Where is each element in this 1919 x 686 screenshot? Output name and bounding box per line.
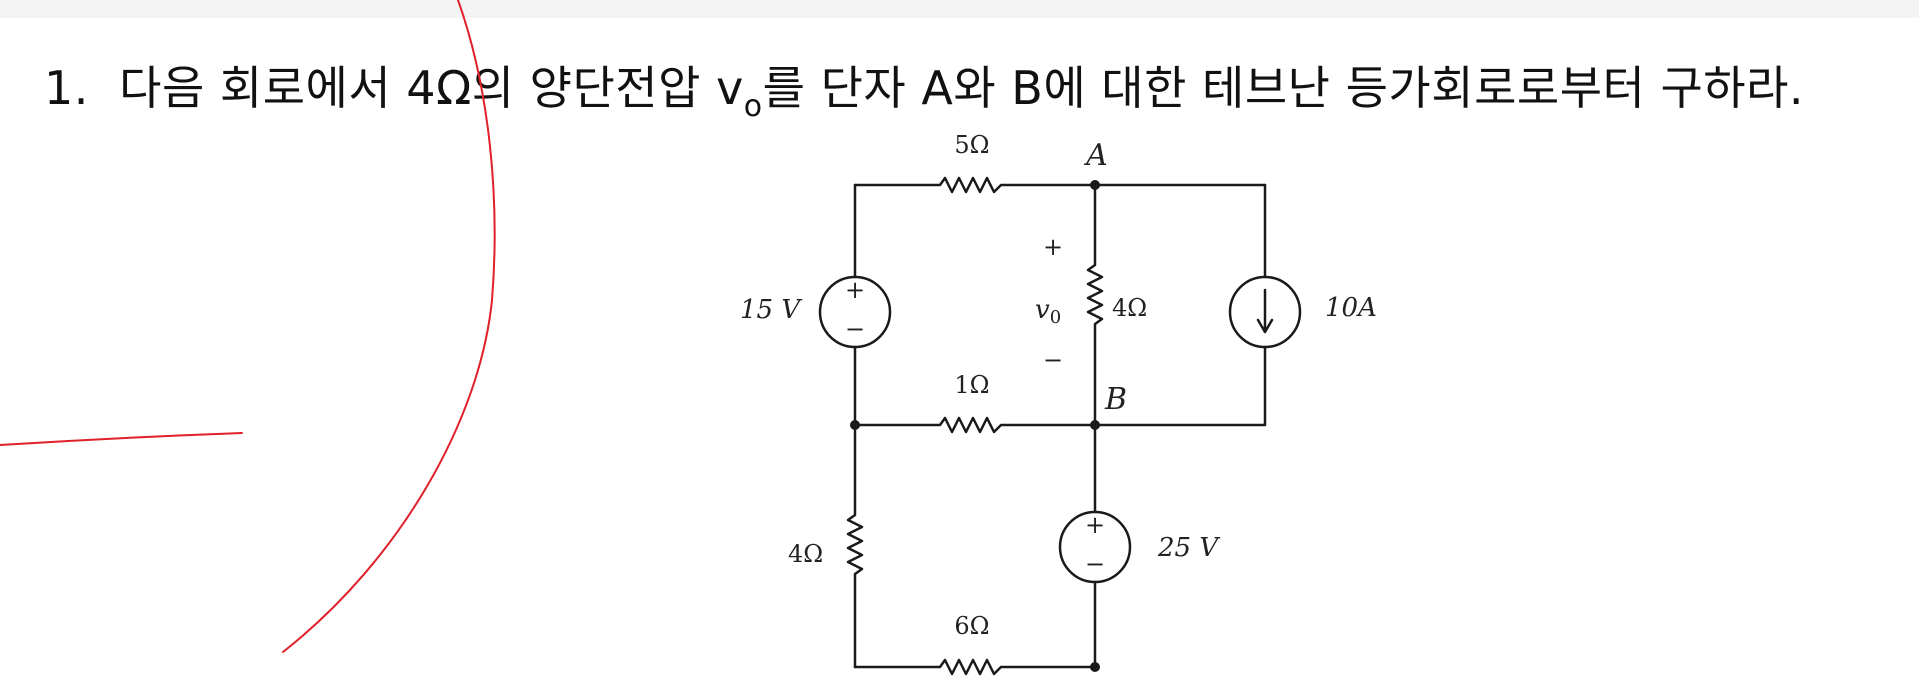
- top-wire: [853, 176, 1267, 194]
- bottom-wire: [853, 658, 1097, 676]
- node-left-dot: [850, 420, 860, 430]
- resistor-4-lower-label: 4Ω: [788, 540, 823, 568]
- vo-subscript: 0: [1050, 307, 1061, 328]
- red-annotation-line: [0, 432, 243, 446]
- node-bottom-dot: [1090, 662, 1100, 672]
- current-source-10a: [1228, 275, 1302, 349]
- vo-plus: +: [1043, 233, 1063, 261]
- node-a-dot: [1090, 180, 1100, 190]
- source-25v-minus: −: [1085, 550, 1105, 578]
- resistor-1-label: 1Ω: [954, 371, 989, 399]
- question-text-after: 를 단자 A와 B에 대한 테브난 등가회로로부터 구하라.: [762, 61, 1805, 115]
- source-15v-minus: −: [845, 315, 865, 343]
- source-25v-label: 25 V: [1157, 533, 1220, 563]
- vo-label: v0: [1035, 295, 1061, 328]
- red-annotation-curve: [282, 0, 496, 653]
- node-b-dot: [1090, 420, 1100, 430]
- source-25v-plus: +: [1085, 511, 1105, 539]
- node-b-label: B: [1104, 382, 1127, 417]
- resistor-5-label: 5Ω: [954, 131, 989, 159]
- question-number: 1.: [44, 61, 89, 115]
- node-a-label: A: [1083, 138, 1108, 173]
- right-wire-bottom: [1093, 345, 1267, 427]
- current-source-label: 10A: [1325, 293, 1377, 323]
- mid-wire: [853, 416, 1097, 434]
- question-subscript: o: [743, 89, 763, 124]
- source-15v-plus: +: [845, 276, 865, 304]
- top-bar: [0, 0, 1919, 18]
- lower-left-wire: [846, 423, 864, 669]
- current-arrow-icon: [1256, 288, 1274, 334]
- question-text: 1. 다음 회로에서 4Ω의 양단전압 vo를 단자 A와 B에 대한 테브난 …: [44, 52, 1804, 124]
- voltage-source-15v: [818, 275, 892, 349]
- resistor-6-label: 6Ω: [954, 612, 989, 640]
- vo-minus: −: [1043, 346, 1063, 374]
- question-text-before: 다음 회로에서 4Ω의 양단전압 v: [119, 61, 744, 115]
- vo-symbol: v: [1035, 295, 1050, 325]
- source-15v-label: 15 V: [740, 295, 802, 325]
- middle-wire: [1086, 183, 1104, 427]
- resistor-4-middle-label: 4Ω: [1112, 294, 1147, 322]
- voltage-source-25v: [1058, 510, 1132, 584]
